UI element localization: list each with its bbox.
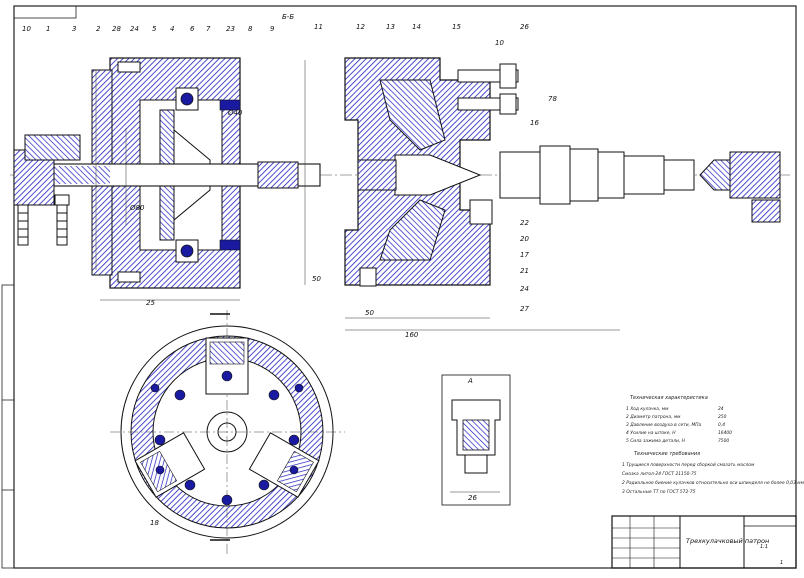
tech-chars-row-value: 250 [718,415,727,420]
left-section-view [10,57,321,301]
tailstock-center [699,159,731,191]
jaw-upper [379,79,446,151]
tech-chars-row-value: 24 [718,407,724,412]
hose-fitting-left [17,204,29,246]
callout-right-6: 16 [530,119,539,127]
right-section-view [304,57,790,331]
callout-right-12: 27 [520,305,529,313]
callout-right-13: 25 [146,299,155,307]
tech-chars-row-label: 3 Давление воздуха в сети, МПа [626,423,702,428]
title-block [611,515,797,569]
wedge-plunger [357,159,397,191]
callout-left-5: 24 [130,25,139,33]
view-a-screw [464,454,488,474]
bolt-head-bottom [499,93,517,115]
sheet-corner-stamp [13,5,77,19]
callout-right-10: 21 [520,267,529,275]
callout-right-3: 14 [412,23,421,31]
view-label: A [468,377,473,385]
tech-chars-row-label: 4 Усилие на штоке, Н [626,431,676,436]
front-view [110,310,345,555]
jaw-lower [379,199,446,261]
callout-right-11: 24 [520,285,529,293]
callout-right-8: 20 [520,235,529,243]
tech-chars-row-label: 5 Сила зажима детали, Н [626,439,685,444]
callout-left-7: 4 [170,25,175,33]
center-cone [394,154,482,196]
callout-right-1: 12 [356,23,365,31]
tech-req-item: 3 Остальные ТТ по ГОСТ 572-75 [622,490,696,495]
threaded-rod-end [257,161,299,189]
bearing-top [175,87,199,111]
air-fitting-top [24,134,81,161]
seal-ring-top [219,99,241,111]
front-jaw-top-teeth [209,341,245,365]
callout-right-2: 13 [386,23,395,31]
dimension-w1: 26 [468,494,477,502]
dimension-w4: 78 [548,95,557,103]
callout-left-9: 7 [206,25,211,33]
callout-left-1: 1 [46,25,51,33]
bottom-key [359,267,377,287]
seal-ring-bottom [219,239,241,251]
tech-chars-row-value: 16400 [718,431,732,436]
dimension-d2: Ø80 [130,204,145,212]
tech-chars-row-value: 0,4 [718,423,725,428]
front-bolt-holes [150,370,304,506]
callout-right-7: 22 [520,219,529,227]
tech-chars-row-label: 2 Диаметр патрона, мм [626,415,681,420]
dimension-d1: Ø40 [228,109,243,117]
dimension-w5: 50 [312,275,321,283]
callout-right-5: 26 [520,23,529,31]
hose-fitting-right [54,194,70,246]
callout-right-9: 17 [520,251,529,259]
adjusting-screw [469,199,493,225]
tech-req-item: 2 Радиальное биение кулачков относительн… [622,481,804,486]
callout-right-4: 15 [452,23,461,31]
tailstock-quill [729,151,781,199]
callout-left-3: 2 [96,25,101,33]
callout-right-14: 18 [150,519,159,527]
bearing-bottom [175,239,199,263]
workpiece-shaft [499,145,695,205]
bolt-bottom [117,271,141,283]
sheet-side-strip [1,284,15,569]
title-block-sheet: 1 [780,560,784,566]
callout-left-6: 5 [152,25,157,33]
callout-left-4: 28 [112,25,121,33]
tailstock-handle [751,199,781,223]
section-label: Б-Б [282,13,295,21]
callout-left-0: 10 [22,25,31,33]
title-block-scale: 1:1 [760,544,769,550]
dimension-w3: 160 [405,331,419,339]
title-block-name: Трехкулачковый патрон [686,537,770,545]
tech-req-item: Смазка литол-24 ГОСТ 21150-75 [622,472,697,477]
tech-reqs-title: Технические требования [634,451,701,457]
callout-right-0: 11 [314,23,323,31]
tech-req-item: 1 Трущиеся поверхности перед сборкой сма… [622,463,755,468]
callout-left-12: 9 [270,25,275,33]
callout-left-11: 8 [248,25,253,33]
callout-left-10: 23 [226,25,235,33]
tech-chars-title: Техническая характеристика [630,395,708,401]
view-a-frame [441,374,511,506]
dimension-w2: 50 [365,309,374,317]
callout-left-2: 3 [72,25,77,33]
dimension-w6: 10 [495,39,504,47]
tech-chars-row-value: 7500 [718,439,730,444]
view-a-detail [441,374,511,506]
tech-chars-row-label: 1 Ход кулачка, мм [626,407,669,412]
view-a-insert [462,419,490,451]
callout-left-8: 6 [190,25,195,33]
bolt-top [117,61,141,73]
bolt-head-top [499,63,517,89]
